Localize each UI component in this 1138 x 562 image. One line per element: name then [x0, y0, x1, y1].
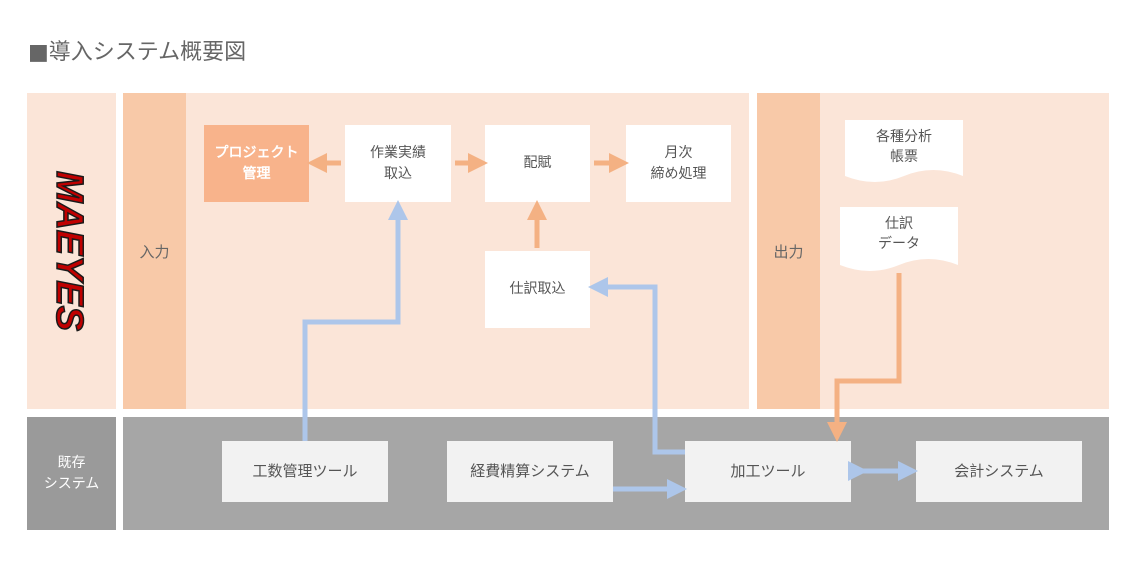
logo-panel: MAEYES: [27, 93, 116, 409]
journal-import-box: 仕訳取込: [485, 251, 590, 328]
labor-management-tool-box: 工数管理ツール: [222, 441, 388, 502]
maeyes-logo: MAEYES: [47, 170, 91, 332]
analysis-forms-label: 各種分析 帳票: [876, 128, 932, 165]
journal-data-document: [840, 207, 958, 271]
journal-data-label: 仕訳 データ: [878, 215, 920, 252]
project-management-box: プロジェクト 管理: [204, 125, 309, 202]
processing-tool-box: 加工ツール: [685, 441, 851, 502]
input-lane-label: 入力: [123, 93, 186, 409]
svg-text:MAEYES: MAEYES: [48, 171, 90, 331]
output-lane-label: 出力: [757, 93, 820, 409]
analysis-forms-document: [845, 120, 963, 182]
expense-system-box: 経費精算システム: [447, 441, 613, 502]
accounting-system-box: 会計システム: [916, 441, 1082, 502]
work-results-import-box: 作業実績 取込: [345, 125, 451, 202]
monthly-closing-box: 月次 締め処理: [626, 125, 731, 202]
existing-systems-label: 既存 システム: [27, 417, 116, 530]
page-title: ■導入システム概要図: [28, 40, 247, 65]
allocation-box: 配賦: [485, 125, 590, 202]
